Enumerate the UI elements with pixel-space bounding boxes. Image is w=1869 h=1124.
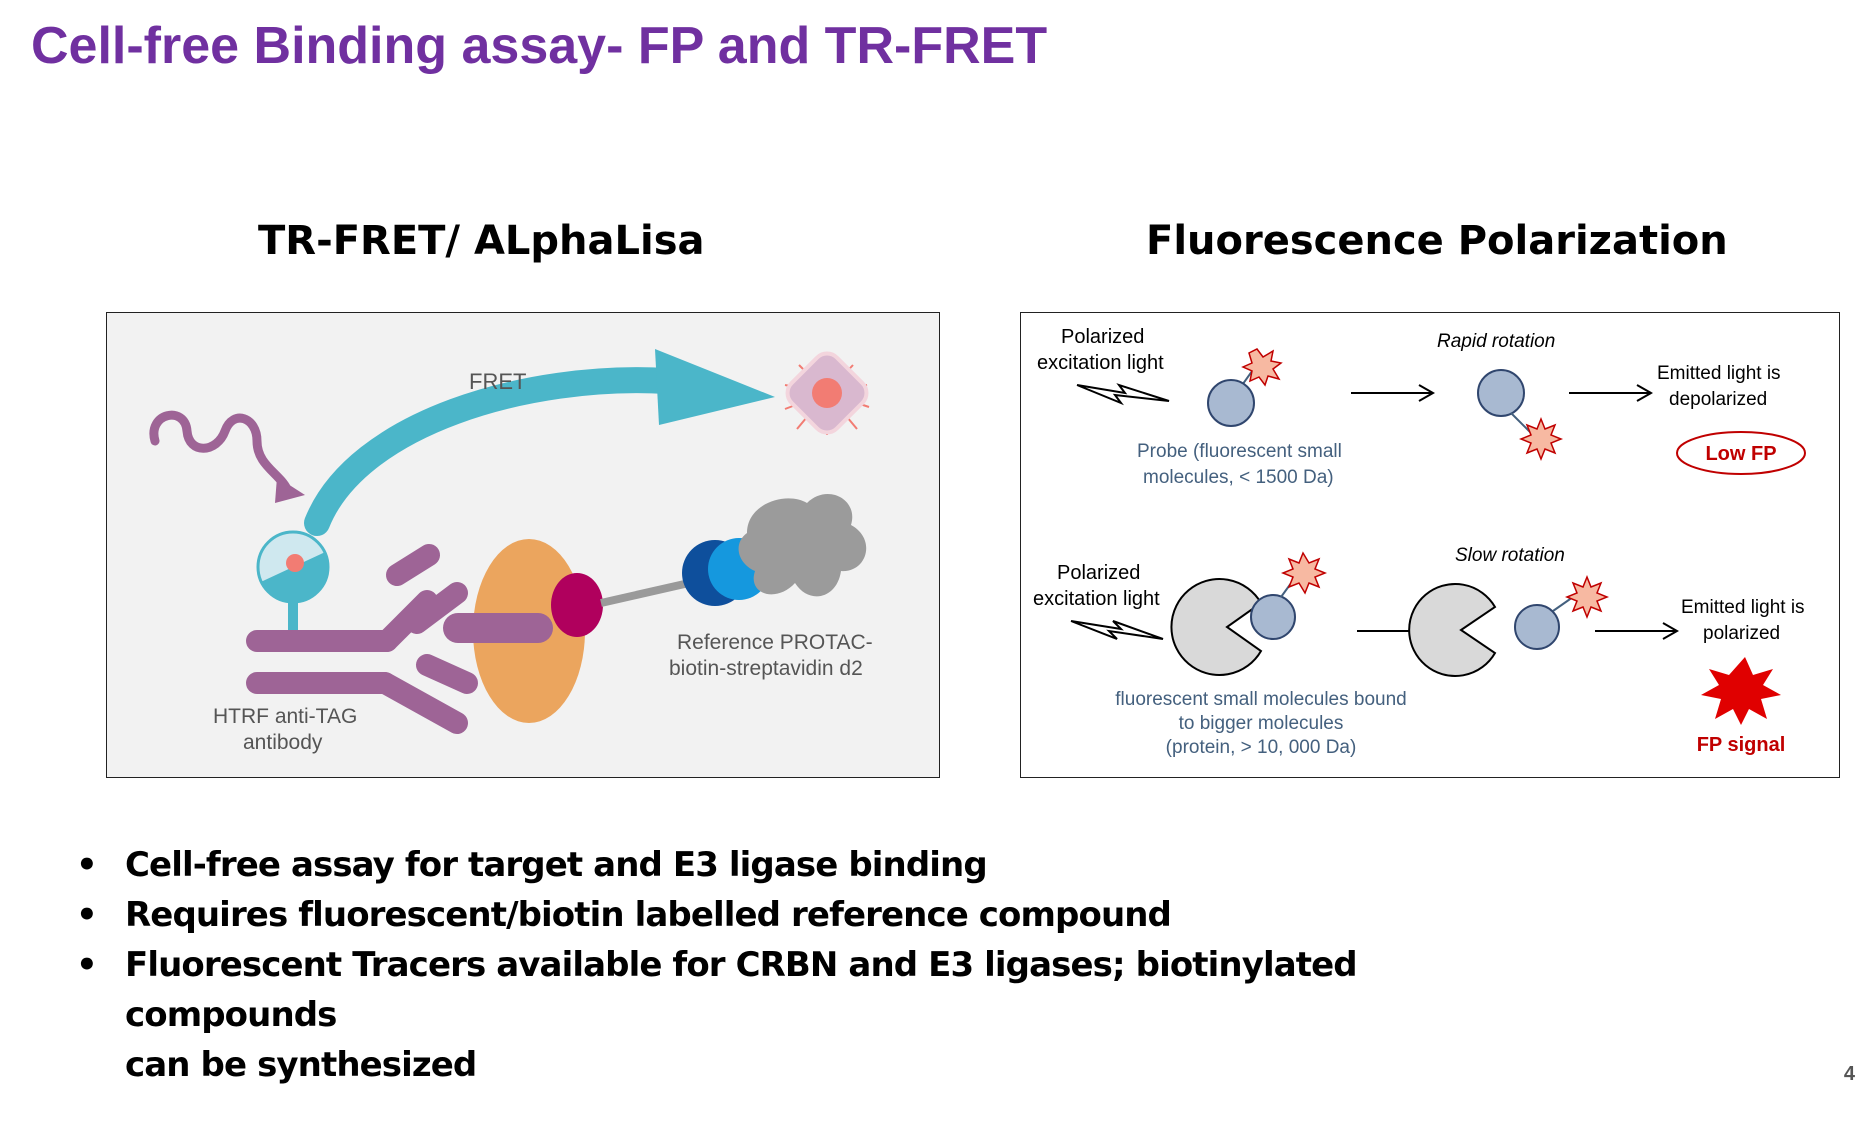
bullet-dot-icon: • [76, 895, 98, 935]
arrow-top-1-head [1418, 384, 1436, 402]
bound-probe-1 [1250, 594, 1296, 640]
bound-stick-2 [1552, 596, 1574, 612]
emitted-label-top-1: Emitted light is [1657, 363, 1781, 384]
donor-core [286, 554, 304, 572]
excitation-label-bottom-1: Polarized [1057, 562, 1140, 584]
bound-burst-1 [1280, 551, 1328, 595]
rotation-label-top: Rapid rotation [1437, 331, 1555, 352]
donor-stem [288, 601, 298, 635]
excitation-label-top-2: excitation light [1037, 352, 1164, 374]
excitation-arrowhead [275, 477, 305, 503]
arrow-bottom-2-head [1662, 622, 1680, 640]
reference-label-1: Reference PROTAC- [677, 631, 873, 654]
protein-pacman-2 [1408, 583, 1497, 677]
low-fp-badge [1676, 431, 1806, 475]
antibody-label-2: antibody [243, 731, 323, 754]
fp-heading: Fluorescence Polarization [1146, 218, 1728, 264]
fp-signal-label: FP signal [1697, 734, 1786, 756]
fret-arrow [304, 367, 680, 536]
bullet-item: •Requires fluorescent/biotin labelled re… [72, 890, 1572, 940]
donor-fluorophore-half [261, 552, 328, 602]
fret-label: FRET [469, 369, 526, 394]
reference-label-2: biotin-streptavidin d2 [669, 657, 863, 680]
page-number: 4 [1843, 1063, 1855, 1085]
bound-probe-2 [1514, 604, 1560, 650]
arrow-top-2-head [1636, 384, 1654, 402]
bullet-item-continuation: can be synthesized [125, 1045, 477, 1085]
emitted-label-top-2: depolarized [1669, 389, 1767, 410]
excitation-label-bottom-2: excitation light [1033, 588, 1160, 610]
probe-burst-top [1241, 348, 1283, 387]
acceptor-core [812, 378, 842, 408]
slide-title: Cell-free Binding assay- FP and TR-FRET [31, 17, 1048, 75]
emitted-label-bottom-1: Emitted light is [1681, 597, 1805, 618]
excitation-label-top-1: Polarized [1061, 326, 1144, 348]
emitted-label-bottom-2: polarized [1703, 623, 1780, 644]
probe-ball-top [1207, 379, 1255, 427]
antibody-icon [246, 544, 478, 734]
fret-arrowhead [655, 349, 775, 425]
low-fp-label: Low FP [1705, 443, 1776, 465]
tr-fret-heading: TR-FRET/ ALphaLisa [258, 218, 705, 264]
fp-svg: Polarized excitation light Probe (fluore… [1033, 326, 1806, 758]
rotation-label-bottom: Slow rotation [1455, 545, 1565, 566]
bullet-item: •Cell-free assay for target and E3 ligas… [72, 840, 1572, 890]
probe-label-2: molecules, < 1500 Da) [1143, 467, 1334, 488]
bullet-dot-icon: • [76, 945, 98, 985]
bound-burst-2 [1564, 574, 1610, 620]
bullet-list: •Cell-free assay for target and E3 ligas… [72, 840, 1572, 1090]
tr-fret-svg: FRET [149, 349, 873, 754]
probe-ball-rotating [1477, 369, 1525, 417]
bullet-item: •Fluorescent Tracers available for CRBN … [72, 940, 1572, 1040]
probe-burst-rotating [1518, 416, 1564, 462]
acceptor-blob [738, 494, 867, 597]
tr-fret-diagram: FRET [106, 312, 940, 778]
lightning-icon-top [1076, 383, 1170, 406]
protac-ligand [551, 573, 603, 637]
tag-bar [443, 613, 553, 643]
bound-label-1: fluorescent small molecules bound [1115, 689, 1407, 710]
bound-label-2: to bigger molecules [1179, 713, 1344, 734]
bound-label-3: (protein, > 10, 000 Da) [1166, 737, 1357, 758]
lightning-icon-bottom [1070, 620, 1164, 640]
fp-signal-burst-icon [1701, 657, 1781, 725]
excitation-wave [149, 410, 292, 494]
linker [600, 579, 690, 607]
fp-diagram: Polarized excitation light Probe (fluore… [1020, 312, 1840, 778]
probe-stick-rotating [1510, 412, 1532, 434]
probe-label-1: Probe (fluorescent small [1137, 441, 1342, 462]
bullet-dot-icon: • [76, 845, 98, 885]
protein-pacman-1 [1170, 578, 1263, 676]
antibody-label-1: HTRF anti-TAG [213, 705, 357, 728]
